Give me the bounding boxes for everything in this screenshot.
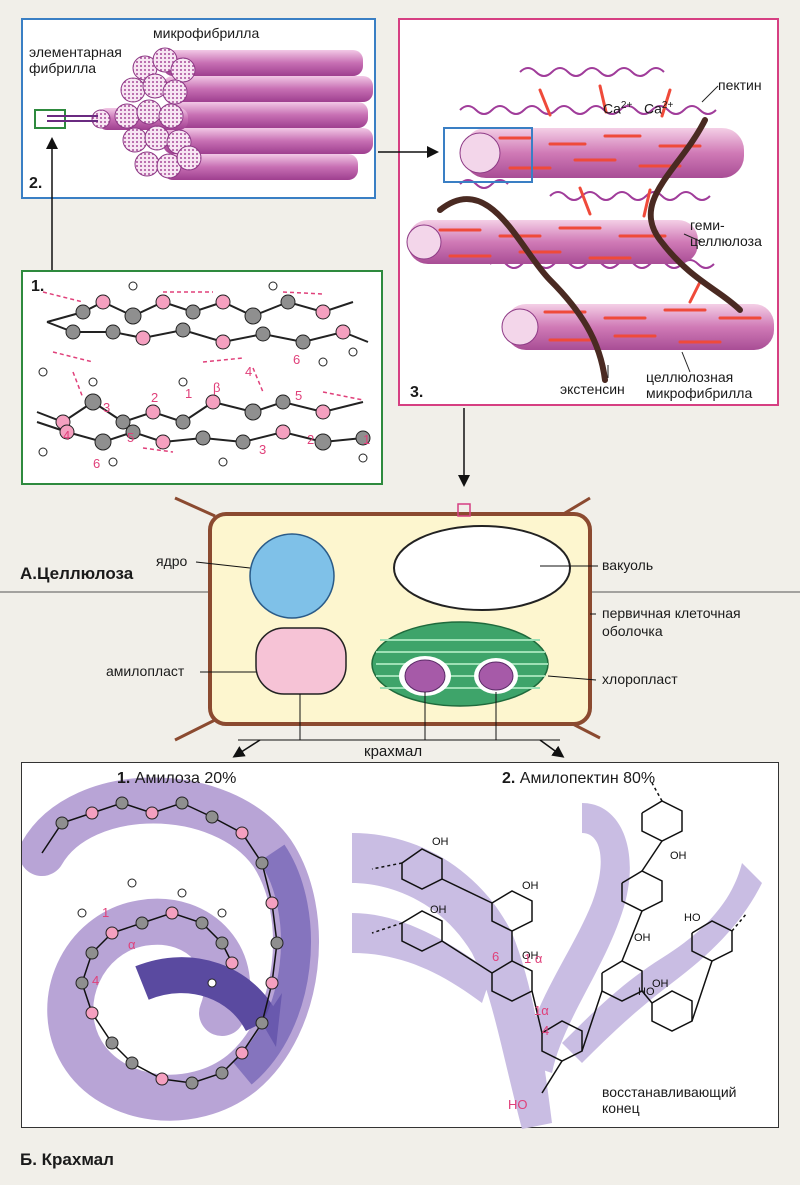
cellulose-structure-drawing: 3 2 1 β 4 6 5 4 5 6 3 2 1 <box>36 281 371 471</box>
residue-num-2b: 2 <box>307 432 314 447</box>
hemicellulose-label-1: геми- <box>690 217 725 233</box>
hemicellulose-label-2: целлюлоза <box>690 233 762 249</box>
residue-num-5a: 5 <box>295 388 302 403</box>
residue-num-4b: 4 <box>63 428 70 443</box>
amyloplast <box>255 627 347 695</box>
panel2-number: 2. <box>29 175 43 192</box>
amylopectin-1alpha-a: 1 α <box>524 951 543 966</box>
extensin-label: экстенсин <box>560 381 625 397</box>
residue-num-3b: 3 <box>259 442 266 457</box>
residue-num-4a: 4 <box>245 364 252 379</box>
cell-wall-model-drawing <box>406 67 774 383</box>
oh-5: OH <box>670 850 687 862</box>
residue-num-1b: 1 <box>363 432 370 447</box>
amylose-title: 1. Амилоза 20% <box>117 770 237 787</box>
zoom-box <box>443 127 533 183</box>
residue-num-5b: 5 <box>127 430 134 445</box>
residue-num-3a: 3 <box>103 400 110 415</box>
residue-num-1a: 1 <box>185 386 192 401</box>
residue-num-2a: 2 <box>151 390 158 405</box>
panel-starch: 1 α 4 <box>21 762 779 1129</box>
oh-7: OH <box>652 978 669 990</box>
elementary-fibril-label: элементарная фибрилла <box>29 44 122 76</box>
oh-1: OH <box>432 836 449 848</box>
panel-cellulose-structure: 3 2 1 β 4 6 5 4 5 6 3 2 1 1. <box>21 270 383 485</box>
panel1-number: 1. <box>31 278 45 295</box>
starch-structures: 1 α 4 <box>22 777 762 1129</box>
ho-2: HO <box>638 986 655 998</box>
pectin-label: пектин <box>718 77 762 93</box>
elementary-fibril-box <box>34 109 66 129</box>
amyloplast-label: амилопласт <box>106 663 185 679</box>
cellulose-microfibril-label-1: целлюлозная <box>646 369 734 385</box>
cell-wall-label-2: оболочка <box>602 623 663 639</box>
amylopectin-ho-end: HO <box>508 1097 528 1112</box>
fibril-ends <box>91 47 202 179</box>
oh-2: OH <box>430 904 447 916</box>
ca-label-1: Ca2+ <box>603 100 633 117</box>
amylopectin-num-4: 4 <box>542 1023 549 1038</box>
ca-label-2: Ca2+ <box>644 100 674 117</box>
panel-microfibril: микрофибрилла элементарная фибрилла 2. <box>21 18 376 199</box>
ho-1: HO <box>684 912 701 924</box>
microfibril-drawing <box>34 47 373 180</box>
residue-num-6b: 6 <box>93 456 100 471</box>
starch-label: крахмал <box>364 743 423 760</box>
panel3-number: 3. <box>410 384 424 401</box>
cellulose-microfibril-label-2: микрофибрилла <box>646 385 753 401</box>
chloroplast-label: хлоропласт <box>602 671 678 687</box>
amylose-helix <box>22 777 319 1121</box>
amylose-num-4: 4 <box>92 973 99 988</box>
oh-3: OH <box>522 880 539 892</box>
nucleus-label: ядро <box>156 553 188 569</box>
residue-beta: β <box>213 380 220 395</box>
section-a-title: А.Целлюлоза <box>20 564 134 583</box>
amylose-num-1: 1 <box>102 905 109 920</box>
oh-4: OH <box>522 950 539 962</box>
residue-num-6a: 6 <box>293 352 300 367</box>
microfibril-label: микрофибрилла <box>153 25 260 41</box>
amylopectin-title: 2. Амилопектин 80% <box>502 770 656 787</box>
vacuole <box>393 525 571 611</box>
amylopectin-1alpha-b: 1α <box>534 1003 549 1018</box>
amylopectin-num-6: 6 <box>492 949 499 964</box>
vacuole-label: вакуоль <box>602 557 654 573</box>
panel-cell-wall-model: Ca2+ Ca2+ пектин геми- целлюлоза экстенс… <box>398 18 779 406</box>
nucleus <box>249 533 335 619</box>
amylopectin-branches <box>352 803 762 1129</box>
section-b-title: Б. Крахмал <box>20 1150 114 1169</box>
extensin-chains <box>437 117 743 383</box>
amylose-alpha: α <box>128 937 136 952</box>
hemicellulose-chains <box>438 84 762 344</box>
reducing-end-label-1: восстанавливающий <box>602 1084 737 1100</box>
reducing-end-label-2: конец <box>602 1100 640 1116</box>
oh-6: OH <box>634 932 651 944</box>
cell-wall-label-1: первичная клеточная <box>602 605 741 621</box>
